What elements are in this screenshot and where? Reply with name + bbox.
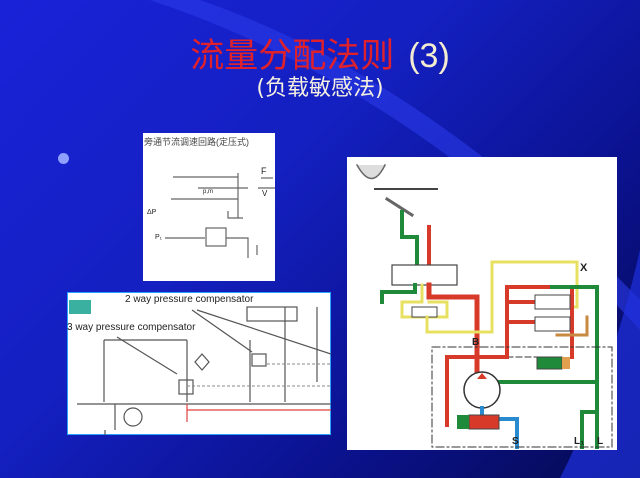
label-b: B [472, 337, 480, 348]
fixed-pressure-circuit-figure: 旁通节流调速回路(定压式) F V p,m ΔP P₁ [143, 133, 275, 281]
label-pm: p,m [203, 189, 214, 195]
label-l1: L₁ [574, 436, 585, 447]
pressure-compensator-figure: 2 way pressure compensator 3 way pressur… [67, 292, 331, 435]
label-dp: ΔP [147, 209, 157, 216]
label-3way-compensator: 3 way pressure compensator [67, 322, 196, 333]
label-p1: P₁ [155, 234, 163, 241]
label-v: V [262, 189, 268, 198]
label-x: X [580, 262, 588, 274]
label-F: F [261, 166, 267, 176]
label-s: S [512, 436, 519, 447]
title-number: (3) [408, 37, 450, 75]
title-text: 流量分配法则 [190, 36, 395, 76]
load-sensing-circuit-figure: X B S L₁ L [347, 157, 617, 450]
label-2way-compensator: 2 way pressure compensator [125, 294, 254, 305]
slide-subtitle: (负载敏感法) [256, 76, 384, 101]
label-l: L [597, 436, 604, 447]
slide-title: 流量分配法则 (3) [0, 28, 640, 77]
bullet-point [58, 153, 69, 164]
figure-caption: 旁通节流调速回路(定压式) [144, 137, 249, 147]
